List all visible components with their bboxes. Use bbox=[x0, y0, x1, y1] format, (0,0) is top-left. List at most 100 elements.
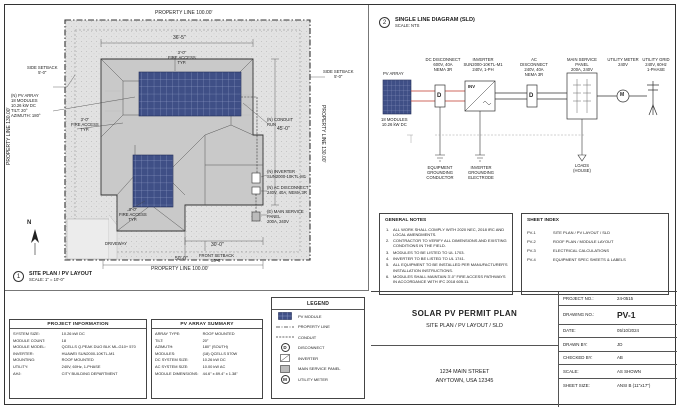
ac-disconnect-callout: (N) AC DISCONNECT 240V, 40A, NEMA 3R bbox=[267, 185, 309, 196]
general-notes-list: 1.ALL WORK SHALL COMPLY WITH 2020 NEC, 2… bbox=[380, 227, 512, 285]
plan-subtitle: SITE PLAN / PV LAYOUT / SLD bbox=[426, 322, 503, 329]
pv-summary-table: ARRAY TYPE:ROOF MOUNTED TILT:20° AZIMUTH… bbox=[152, 329, 262, 377]
list-item: 2.CONTRACTOR TO VERIFY ALL DIMENSIONS AN… bbox=[386, 238, 507, 249]
site-plan-panel: PROPERTY LINE 100.00' PROPERTY LINE 100.… bbox=[5, 5, 369, 291]
address-block: 1234 MAIN STREET ANYTOWN, USA 12345 bbox=[371, 346, 559, 407]
table-row: MOUNTING:ROOF MOUNTED bbox=[13, 357, 94, 363]
sld-diagram bbox=[382, 72, 659, 162]
north-label: N bbox=[27, 220, 32, 226]
property-line-bottom: PROPERTY LINE 100.00' bbox=[151, 266, 209, 272]
sheet-index-title: SHEET INDEX bbox=[527, 218, 559, 223]
dim-top: 36'-5" bbox=[173, 35, 186, 41]
sld-dc-d-symbol: D bbox=[437, 93, 442, 99]
table-row: ARRAY TYPE:ROOF MOUNTED bbox=[155, 331, 235, 336]
msp-callout: (E) MAIN SERVICE PANEL 200A, 240V bbox=[267, 209, 304, 225]
list-item: 1.ALL WORK SHALL COMPLY WITH 2020 NEC, 2… bbox=[386, 226, 505, 237]
legend-list: PV MODULE PROPERTY LINE CONDUIT D DISCON… bbox=[272, 310, 364, 385]
sld-inv-symbol: INV bbox=[468, 84, 475, 89]
sld-m-symbol: M bbox=[620, 92, 625, 98]
fire-access-top-callout: 3'-0" FIRE ACCESS TYP. bbox=[168, 50, 196, 66]
inverter-icon bbox=[280, 354, 290, 363]
general-notes-box: GENERAL NOTES 1.ALL WORK SHALL COMPLY WI… bbox=[379, 213, 513, 295]
legend-title: LEGEND bbox=[272, 298, 364, 310]
sld-msp-icon bbox=[566, 72, 598, 120]
legend-box: LEGEND PV MODULE PROPERTY LINE CONDUIT D… bbox=[271, 297, 365, 399]
legend-item: PV MODULE bbox=[272, 311, 364, 322]
sld-equipment-grounding-label: EQUIPMENT GROUNDING CONDUCTOR bbox=[426, 165, 454, 181]
table-row: AZIMUTH:180° (SOUTH) bbox=[155, 344, 228, 350]
drawing-number: PV-1 bbox=[617, 309, 636, 320]
table-row: SYSTEM SIZE:10.26 kW DC bbox=[13, 331, 85, 336]
dim-bottom: 50'-0" bbox=[175, 256, 188, 262]
sld-pv-array-sub: 18 MODULES 10.26 kW DC bbox=[381, 117, 408, 128]
sld-utility-pole-icon bbox=[647, 81, 659, 116]
site-plan-title: SITE PLAN / PV LAYOUT bbox=[29, 271, 92, 277]
side-setback-right: SIDE SETBACK 5'-0" bbox=[323, 69, 354, 80]
table-row: MODULE MODEL:QCELLS Q.PEAK DUO BLK ML-G1… bbox=[13, 344, 136, 350]
table-row: DC SYSTEM SIZE:10.26 kW DC bbox=[155, 357, 226, 363]
dim-bottom-inner: 30'-0" bbox=[211, 242, 224, 248]
drawing-sheet: PROPERTY LINE 100.00' PROPERTY LINE 100.… bbox=[4, 4, 677, 407]
pv-array-lower bbox=[132, 154, 174, 208]
msp-equipment bbox=[251, 211, 261, 222]
north-arrow-icon bbox=[31, 229, 39, 255]
table-row: PROJECT NO.:24-0515 bbox=[559, 292, 677, 306]
sld-inverter-label: INVERTER SUN2000-10KTL-M1 240V, 1-PH bbox=[463, 57, 503, 73]
sld-ac-disconnect-label: AC DISCONNECT 240V, 40A NEMA 3R bbox=[520, 57, 548, 78]
ac-disconnect-equipment bbox=[251, 186, 261, 195]
legend-item: PROPERTY LINE bbox=[272, 322, 364, 333]
table-row: INVERTER:HUAWEI SUN2000-10KTL-M1 bbox=[13, 350, 115, 356]
driveway-area bbox=[66, 218, 110, 260]
utility-meter-icon: M bbox=[280, 374, 290, 384]
property-line-icon bbox=[276, 326, 294, 328]
general-notes-title: GENERAL NOTES bbox=[385, 218, 427, 223]
sld-title-block: 2 SINGLE LINE DIAGRAM (SLD) SCALE: NTS bbox=[379, 17, 475, 29]
inverter-equipment bbox=[251, 172, 261, 184]
project-info-table: SYSTEM SIZE:10.26 kW DC MODULE COUNT:18 … bbox=[10, 329, 146, 377]
conduit-icon bbox=[276, 336, 294, 338]
pv-array-upper bbox=[138, 71, 242, 117]
site-plan-drawing bbox=[31, 19, 325, 269]
project-info-box: PROJECT INFORMATION SYSTEM SIZE:10.26 kW… bbox=[9, 319, 147, 399]
sld-msp-label: MAIN SERVICE PANEL 200A, 240V bbox=[567, 57, 597, 73]
sld-inverter-grounding-label: INVERTER GROUNDING ELECTRODE bbox=[467, 165, 495, 181]
property-line-right: PROPERTY LINE 130.00' bbox=[320, 105, 326, 163]
address-line-1: 1234 MAIN STREET bbox=[439, 369, 490, 375]
sld-panel: 2 SINGLE LINE DIAGRAM (SLD) SCALE: NTS bbox=[371, 5, 677, 210]
pv-module-icon bbox=[278, 312, 292, 321]
table-row: DATE:05/10/2024 bbox=[559, 325, 677, 338]
pv-summary-title: PV ARRAY SUMMARY bbox=[152, 320, 262, 329]
sld-pv-array-icon bbox=[382, 79, 412, 115]
list-item: 5.ALL EQUIPMENT TO BE INSTALLED PER MANU… bbox=[386, 262, 508, 273]
table-row: TILT:20° bbox=[155, 337, 209, 343]
site-plan-title-block: 1 SITE PLAN / PV LAYOUT SCALE: 1" = 10'-… bbox=[13, 271, 92, 282]
sld-dc-disconnect-label: DC DISCONNECT 600V, 40A NEMA 3R bbox=[425, 57, 461, 73]
main-service-panel-icon bbox=[280, 364, 290, 373]
disconnect-icon: D bbox=[280, 343, 290, 353]
legend-item: INVERTER bbox=[272, 353, 364, 364]
sld-grid-label: UTILITY GRID 240V, 60Hz 1-PHASE bbox=[642, 57, 670, 73]
front-setback: FRONT SETBACK 20'-0" bbox=[199, 253, 235, 264]
site-plan-number: 1 bbox=[13, 271, 24, 283]
sld-number: 2 bbox=[379, 17, 390, 29]
project-info-title: PROJECT INFORMATION bbox=[10, 320, 146, 329]
legend-item: D DISCONNECT bbox=[272, 343, 364, 354]
table-row: SCALE:AS SHOWN bbox=[559, 365, 677, 379]
table-row: DRAWN BY:JD bbox=[559, 338, 677, 352]
sld-ac-disconnect-icon bbox=[526, 84, 538, 108]
table-row: AHJ:CITY BUILDING DEPARTMENT bbox=[13, 370, 118, 376]
side-setback-left: SIDE SETBACK 5'-0" bbox=[27, 65, 58, 76]
fire-access-left-callout: 3'-0" FIRE ACCESS TYP. bbox=[71, 117, 99, 133]
dim-right: 45'-0" bbox=[277, 126, 290, 132]
legend-item: M UTILITY METER bbox=[272, 374, 364, 385]
table-row: MODULE COUNT:18 bbox=[13, 337, 66, 343]
title-block-details: PROJECT NO.:24-0515 DRAWING NO.:PV-1 DAT… bbox=[559, 292, 677, 407]
table-row: AC SYSTEM SIZE:10.00 kW AC bbox=[155, 363, 226, 369]
property-line-top: PROPERTY LINE 100.00' bbox=[155, 10, 213, 16]
title-block-main: SOLAR PV PERMIT PLAN SITE PLAN / PV LAYO… bbox=[371, 292, 559, 346]
sld-scale: SCALE: NTS bbox=[395, 23, 420, 28]
